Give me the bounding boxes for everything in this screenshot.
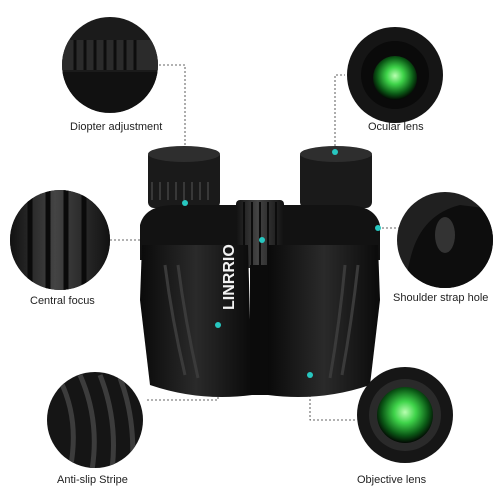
binocular-body (140, 146, 380, 398)
callout-markers (182, 149, 381, 378)
anti-slip-stripe-label: Anti-slip Stripe (57, 474, 128, 486)
shoulder-strap-detail-image (397, 192, 493, 288)
shoulder-strap-hole-label: Shoulder strap hole (393, 292, 489, 304)
anti-slip-detail-image (47, 372, 143, 468)
central-focus-label: Central focus (30, 295, 95, 307)
brand-logo: LINRRIO (221, 244, 238, 310)
central-focus-detail-image (10, 190, 110, 290)
objective-lens-detail-image (357, 367, 453, 463)
diopter-detail-image (62, 17, 158, 113)
objective-lens-label: Objective lens (357, 474, 427, 486)
ocular-lens-label: Ocular lens (368, 121, 424, 133)
diopter-adjustment-label: Diopter adjustment (70, 121, 163, 133)
ocular-lens-detail-image (347, 27, 443, 123)
